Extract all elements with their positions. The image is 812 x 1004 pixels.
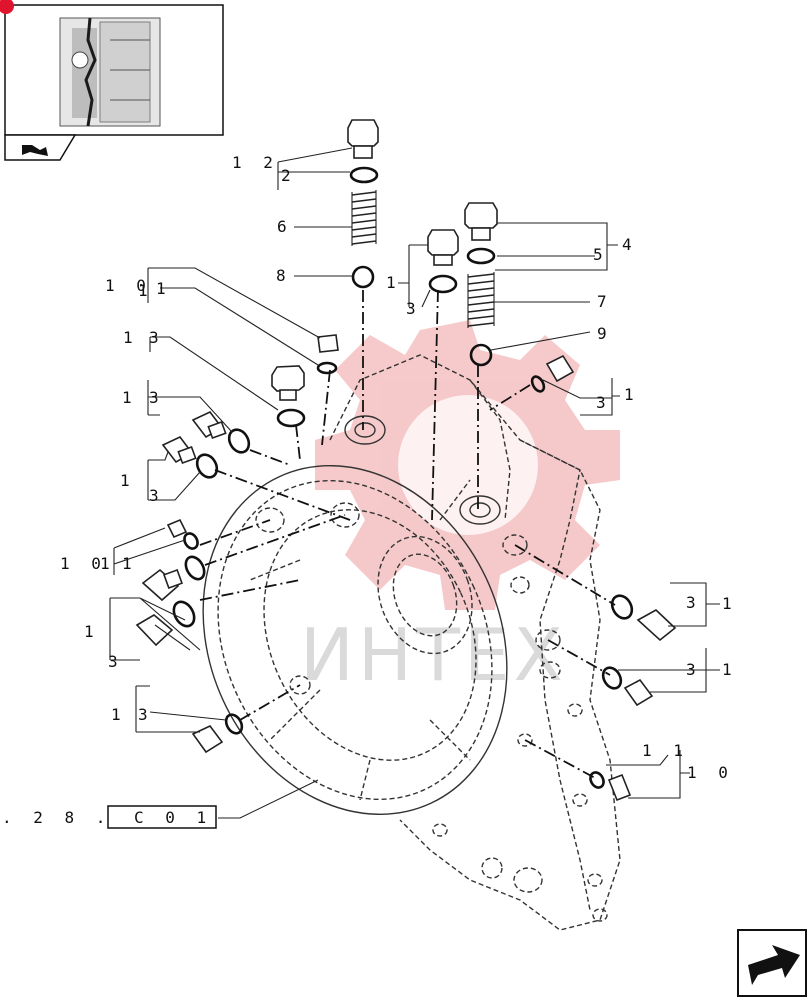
callout-8: 8 (276, 266, 292, 285)
o-ring-3-mid[interactable] (428, 274, 458, 294)
reference-box (107, 805, 217, 829)
callout-3-mid: 3 (406, 299, 422, 318)
ball-9[interactable] (469, 343, 493, 367)
callout-labels: 1 2 2 6 8 5 4 1 3 7 9 1 0 1 1 1 3 1 3 3 … (60, 153, 738, 782)
callout-9: 9 (597, 324, 613, 343)
reference-label[interactable]: . 2 8 . 0 / C 0 1 (2, 805, 217, 829)
o-ring-l5[interactable] (223, 712, 245, 736)
callout-10-left: 1 0 (60, 554, 107, 573)
callout-1-l1: 1 (122, 388, 138, 407)
callout-1-top-a: 1 (138, 281, 154, 300)
thumbnail-engine-image (59, 17, 161, 127)
callout-1-l3a: 1 (122, 554, 138, 573)
callout-6: 6 (277, 217, 293, 236)
callout-1-r2: 1 (722, 660, 738, 679)
leader-lines (109, 147, 720, 819)
plug-1-l4[interactable] (135, 614, 174, 647)
callout-3-l3: 3 (108, 652, 124, 671)
plug-1-r1[interactable] (636, 609, 677, 642)
o-ring-13[interactable] (276, 408, 306, 428)
callout-2: 2 (281, 166, 297, 185)
callout-1-rtop: 1 (624, 385, 640, 404)
callout-1-bottom: 1 (111, 705, 127, 724)
callout-3-13: 3 (149, 328, 165, 347)
plug-11-top[interactable] (317, 334, 339, 353)
plug-12[interactable] (347, 119, 379, 159)
o-ring-10-left[interactable] (182, 531, 200, 551)
o-ring-l3[interactable] (170, 598, 199, 630)
o-ring-r2[interactable] (600, 664, 625, 691)
callout-12: 1 2 (232, 153, 279, 172)
plug-1-mid[interactable] (427, 229, 459, 266)
o-ring-11-top[interactable] (316, 361, 338, 375)
callout-10-top: 1 0 (105, 276, 152, 295)
spring-7[interactable] (467, 272, 495, 328)
parts (135, 119, 677, 802)
o-ring-10-left-b[interactable] (182, 554, 208, 583)
callout-1-top-b: 1 (156, 279, 172, 298)
callout-5: 5 (593, 245, 609, 264)
transmission-housing (202, 354, 621, 931)
plug-1-l2[interactable] (161, 435, 197, 465)
next-page-arrow-icon (748, 945, 800, 985)
o-ring-r3[interactable] (588, 770, 606, 790)
watermark-text: ИНТЕХ (300, 613, 567, 697)
plug-13[interactable] (271, 365, 305, 401)
plug-1-r2[interactable] (623, 678, 654, 707)
o-ring-l2[interactable] (193, 451, 221, 481)
callout-3-rtop: 3 (596, 393, 612, 412)
reference-code: C 0 1 (134, 808, 212, 827)
plug-10-left[interactable] (166, 518, 188, 539)
callout-3-bottom: 3 (138, 705, 154, 724)
o-ring-r-top[interactable] (530, 375, 547, 394)
plug-1-l1[interactable] (191, 410, 227, 440)
ball-8[interactable] (351, 265, 375, 289)
thumbnail-nav-button[interactable] (4, 134, 77, 161)
callout-1-13: 1 (123, 328, 139, 347)
callout-3-r2: 3 (686, 660, 702, 679)
callout-4: 4 (622, 235, 638, 254)
callout-10-right: 1 0 (687, 763, 734, 782)
o-ring-r1[interactable] (608, 592, 636, 622)
callout-1-big: 1 (84, 622, 100, 641)
callout-1-r1: 1 (722, 594, 738, 613)
plug-11-r3[interactable] (607, 773, 632, 802)
spring-6[interactable] (351, 190, 377, 246)
red-badge (0, 0, 14, 14)
callout-7: 7 (597, 292, 613, 311)
o-ring-2[interactable] (349, 166, 379, 184)
plug-1-r-top[interactable] (545, 354, 575, 383)
callout-1-mid: 1 (386, 273, 402, 292)
plug-1-l5[interactable] (191, 724, 224, 754)
callout-11-right: 1 1 (642, 741, 689, 760)
o-ring-4[interactable] (466, 247, 496, 265)
plug-5[interactable] (464, 202, 498, 241)
assembly-axes (199, 289, 616, 779)
next-page-button[interactable] (737, 929, 807, 997)
plug-1-l3[interactable] (141, 568, 183, 602)
o-ring-l1[interactable] (225, 426, 253, 456)
callout-3-l1: 3 (149, 388, 165, 407)
callout-3-r1: 3 (686, 593, 702, 612)
turn-arrow-icon (22, 145, 48, 156)
watermark-logo: ИНТЕХ (300, 320, 620, 697)
callout-3-l2: 3 (149, 486, 165, 505)
callout-1-left: 1 (100, 554, 116, 573)
callout-1-l2: 1 (120, 471, 136, 490)
thumbnail-box (0, 0, 224, 161)
